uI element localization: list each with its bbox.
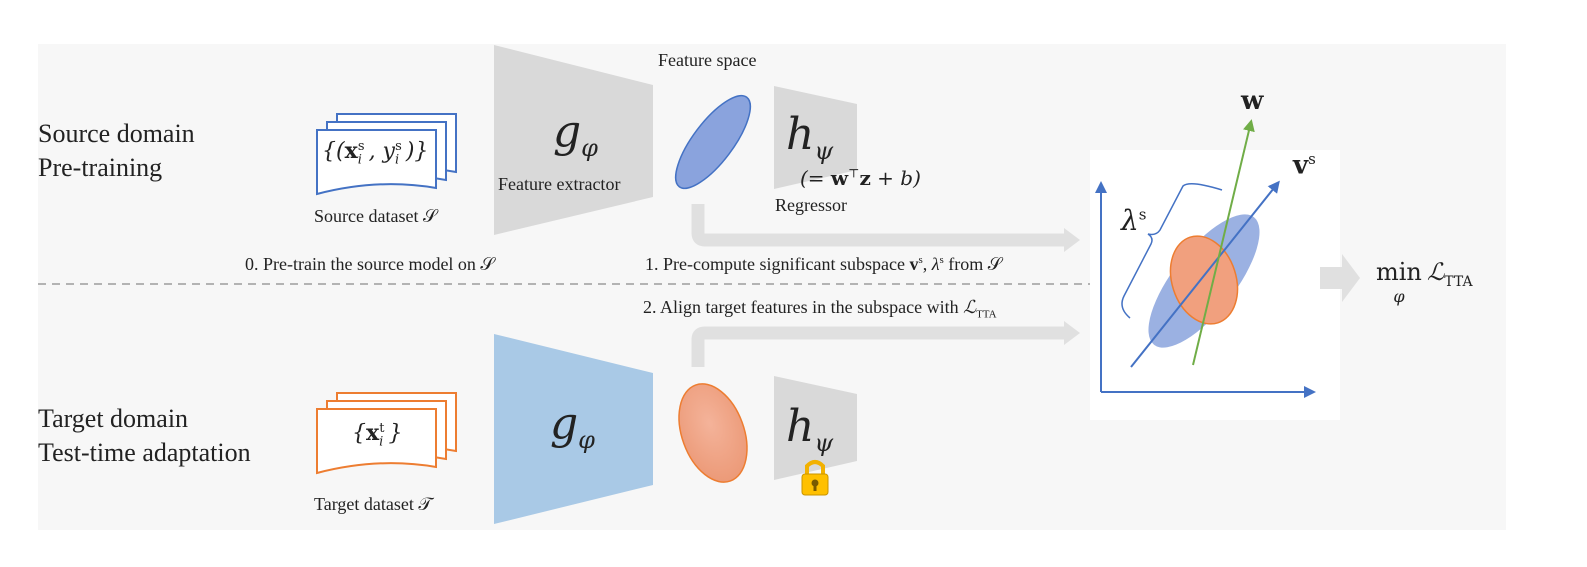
step0-caption: 0. Pre-train the source model on 𝒮 — [245, 254, 495, 274]
target-regressor — [774, 376, 857, 480]
lock-icon — [801, 460, 829, 496]
target-dataset-math: {xit} — [352, 420, 403, 450]
target-domain-title: Target domain Test-time adaptation — [38, 402, 251, 470]
vs-label: vs — [1293, 150, 1316, 181]
step1-caption: 1. Pre-compute significant subspace vs, … — [645, 254, 1002, 274]
source-dataset-caption: Source dataset 𝒮 — [314, 206, 437, 226]
w-label: w — [1241, 86, 1264, 116]
target-regressor-symbol: hψ — [786, 401, 834, 457]
source-regressor — [774, 86, 857, 189]
source-title-line1: Source domain — [38, 119, 195, 148]
step2-caption: 2. Align target features in the subspace… — [643, 297, 997, 321]
target-dataset-caption: Target dataset 𝒯 — [314, 494, 433, 514]
step1-arrow — [691, 204, 1080, 252]
source-domain-title: Source domain Pre-training — [38, 117, 195, 185]
regressor-formula: (= w⊤z + b) — [800, 166, 921, 190]
source-regressor-symbol: hψ — [786, 109, 834, 165]
source-extractor-caption: Feature extractor — [498, 174, 621, 194]
target-title-line1: Target domain — [38, 404, 189, 433]
regressor-caption: Regressor — [775, 195, 847, 215]
lambda-label: λs — [1121, 204, 1147, 237]
w-direction-arrow — [1192, 119, 1255, 366]
target-feature-extractor — [494, 334, 653, 524]
target-title-line2: Test-time adaptation — [38, 438, 251, 467]
source-dataset-math: {(xis, yis)} — [322, 138, 429, 168]
target-distribution-ellipse — [1169, 235, 1239, 325]
lambda-brace — [1121, 183, 1223, 319]
objective-arrow — [1320, 254, 1360, 302]
source-dataset-stack — [316, 113, 457, 196]
source-extractor-symbol: gφ — [553, 106, 598, 162]
step2-arrow — [691, 321, 1080, 367]
source-feature-extractor — [494, 45, 653, 235]
source-feature-ellipse — [674, 94, 752, 190]
target-feature-ellipse — [678, 383, 748, 483]
source-title-line2: Pre-training — [38, 153, 163, 182]
feature-space-caption: Feature space — [658, 50, 757, 70]
target-extractor-symbol: gφ — [550, 398, 595, 454]
vs-direction-arrow — [1130, 180, 1280, 368]
target-dataset-stack — [316, 392, 457, 475]
